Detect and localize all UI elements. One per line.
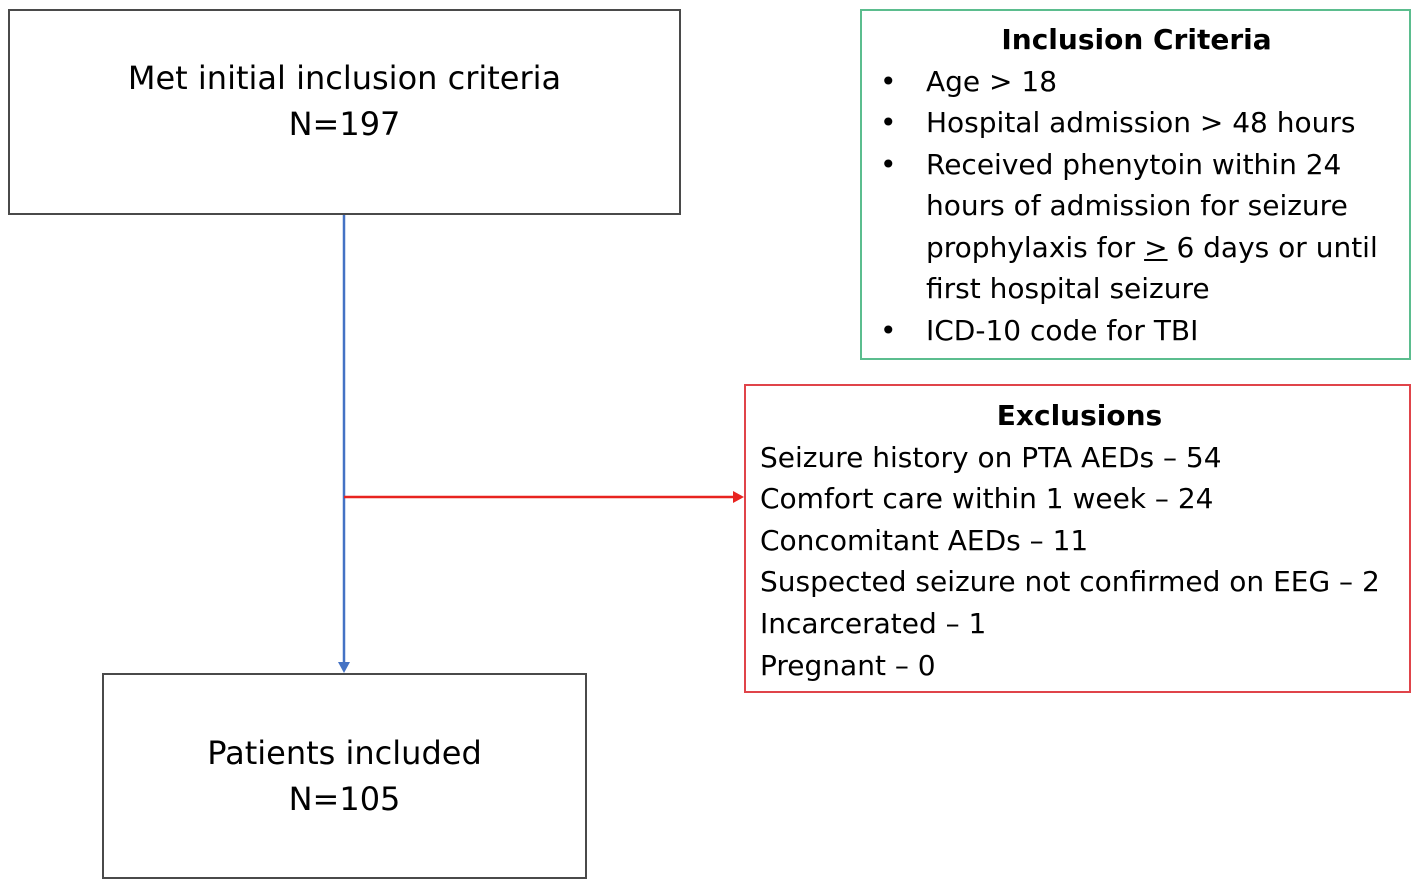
inclusion-criterion-line: first hospital seizure (926, 272, 1210, 305)
exclusion-branch-arrowhead (733, 491, 744, 503)
patients-included-label: Patients included (207, 734, 482, 772)
exclusion-item: Pregnant – 0 (760, 648, 936, 682)
patients-included-box: Patients included N=105 (102, 673, 587, 879)
exclusions-list: Seizure history on PTA AEDs – 54 Comfort… (760, 437, 1399, 687)
inclusion-criteria-title: Inclusion Criteria (1001, 23, 1272, 56)
inclusion-criterion-text: Hospital admission > 48 hours (926, 106, 1356, 139)
bullet-icon: • (880, 147, 897, 181)
exclusions-box: Exclusions Seizure history on PTA AEDs –… (744, 384, 1411, 693)
exclusions-title: Exclusions (996, 399, 1163, 432)
inclusion-criterion-line: prophylaxis for > 6 days or until (926, 227, 1397, 269)
exclusion-item: Comfort care within 1 week – 24 (760, 482, 1214, 516)
initial-criteria-count: N=197 (288, 105, 401, 143)
inclusion-criterion-line: hours of admission for seizure (926, 189, 1348, 222)
patients-included-count: N=105 (288, 780, 401, 818)
main-flow-arrowhead (338, 662, 350, 673)
greater-or-equal-symbol: > (1144, 230, 1168, 264)
exclusion-item: Concomitant AEDs – 11 (760, 523, 1089, 557)
bullet-icon: • (880, 64, 897, 98)
inclusion-criterion-line: Received phenytoin within 24 (926, 147, 1342, 181)
inclusion-criterion: • Received phenytoin within 24 hours of … (876, 144, 1397, 310)
inclusion-criterion-text: Age > 18 (926, 64, 1058, 98)
initial-criteria-label: Met initial inclusion criteria (127, 59, 562, 97)
initial-criteria-box: Met initial inclusion criteria N=197 (8, 9, 681, 215)
inclusion-criterion-line-suffix: 6 days or until (1167, 230, 1378, 264)
exclusion-item: Suspected seizure not confirmed on EEG –… (760, 565, 1380, 599)
inclusion-criteria-list: • Age > 18 • Hospital admission > 48 hou… (876, 61, 1397, 352)
bullet-icon: • (880, 313, 897, 347)
exclusion-item: Seizure history on PTA AEDs – 54 (760, 440, 1222, 474)
inclusion-criteria-box: Inclusion Criteria • Age > 18 • Hospital… (860, 9, 1411, 360)
inclusion-criterion-line-prefix: prophylaxis for (926, 230, 1145, 264)
inclusion-criterion: • ICD-10 code for TBI (876, 310, 1397, 352)
bullet-icon: • (880, 106, 897, 139)
inclusion-criterion-text: ICD-10 code for TBI (926, 313, 1199, 347)
exclusion-item: Incarcerated – 1 (760, 606, 987, 640)
inclusion-criterion: • Age > 18 (876, 61, 1397, 103)
inclusion-criterion: • Hospital admission > 48 hours (876, 102, 1397, 144)
